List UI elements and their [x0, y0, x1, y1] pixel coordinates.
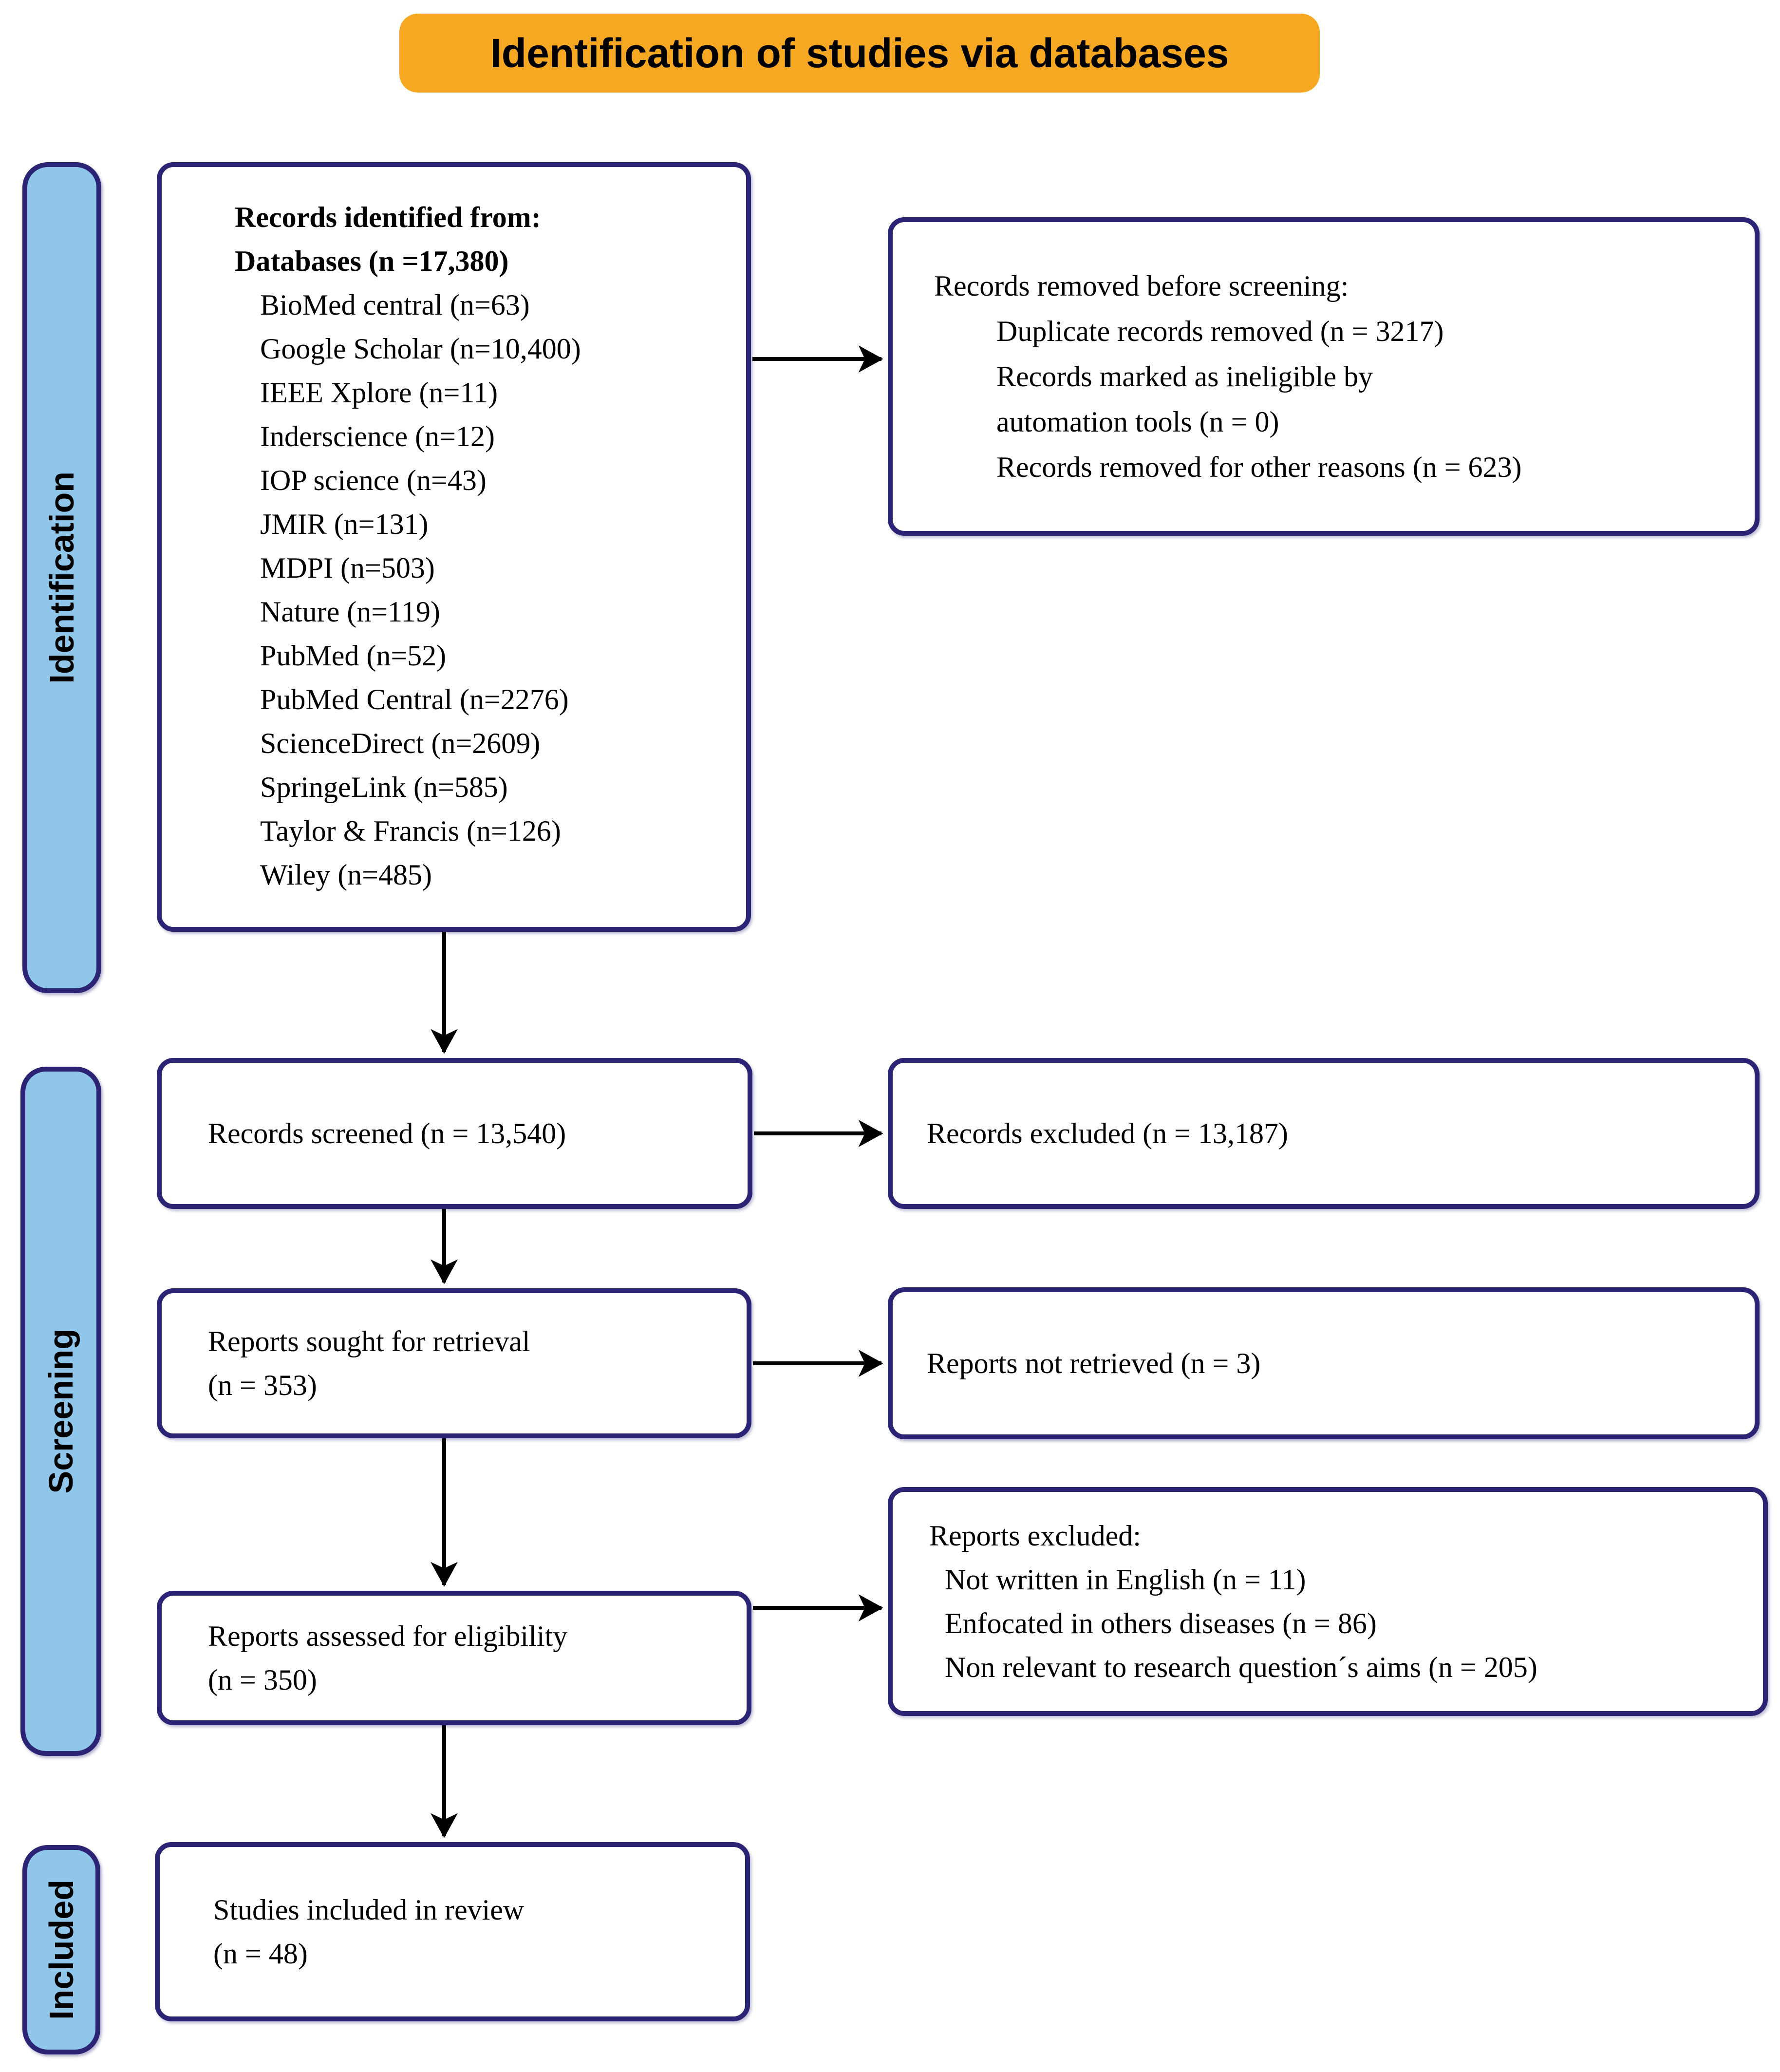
database-list-item: IOP science (n=43) — [260, 464, 487, 496]
database-list-item: Google Scholar (n=10,400) — [260, 333, 581, 365]
removed-reason-item: Duplicate records removed (n = 3217) — [996, 315, 1444, 347]
records-removed-reason-list: Duplicate records removed (n = 3217) Rec… — [934, 309, 1740, 490]
excluded-reason-item: Not written in English (n = 11) — [945, 1563, 1306, 1596]
database-list-item: BioMed central (n=63) — [260, 289, 530, 321]
database-list-item: SpringeLink (n=585) — [260, 771, 508, 803]
node-reports-not-retrieved: Reports not retrieved (n = 3) — [888, 1287, 1760, 1439]
stage-identification-text: Identification — [43, 471, 81, 684]
database-list-item: Taylor & Francis (n=126) — [260, 815, 561, 847]
database-list-item: PubMed Central (n=2276) — [260, 683, 569, 716]
reports-assessed-line1: Reports assessed for eligibility — [208, 1620, 568, 1652]
reports-excluded-reason-list: Not written in English (n = 11) Enfocate… — [929, 1558, 1763, 1689]
removed-reason-item: Records marked as ineligible by — [996, 360, 1373, 393]
node-records-excluded: Records excluded (n = 13,187) — [888, 1058, 1760, 1209]
database-list-item: ScienceDirect (n=2609) — [260, 727, 541, 759]
stage-label-included: Included — [22, 1845, 100, 2054]
database-list-item: PubMed (n=52) — [260, 640, 447, 672]
stage-included-text: Included — [42, 1880, 80, 2020]
excluded-reason-item: Non relevant to research question´s aims… — [945, 1651, 1537, 1683]
node-reports-sought: Reports sought for retrieval (n = 353) — [157, 1288, 751, 1438]
stage-screening-text: Screening — [42, 1329, 80, 1494]
reports-sought-line1: Reports sought for retrieval — [208, 1325, 530, 1357]
removed-reason-item: Records removed for other reasons (n = 6… — [996, 451, 1522, 483]
reports-sought-line2: (n = 353) — [208, 1369, 317, 1401]
records-screened-text: Records screened (n = 13,540) — [208, 1117, 566, 1149]
banner-title-label: Identification of studies via databases — [490, 30, 1229, 76]
reports-assessed-line2: (n = 350) — [208, 1664, 317, 1696]
database-list-item: Wiley (n=485) — [260, 859, 432, 891]
database-list-item: JMIR (n=131) — [260, 508, 429, 540]
database-list-item: IEEE Xplore (n=11) — [260, 377, 498, 409]
removed-reason-item: automation tools (n = 0) — [996, 405, 1279, 438]
records-removed-heading: Records removed before screening: — [934, 269, 1349, 302]
studies-included-line1: Studies included in review — [213, 1894, 525, 1926]
database-list-item: Inderscience (n=12) — [260, 420, 495, 452]
stage-label-identification: Identification — [22, 162, 101, 993]
database-list-item: MDPI (n=503) — [260, 552, 435, 584]
reports-not-retrieved-text: Reports not retrieved (n = 3) — [927, 1347, 1261, 1379]
records-identified-heading-line2: Databases (n =17,380) — [235, 245, 509, 277]
node-reports-excluded: Reports excluded: Not written in English… — [888, 1487, 1768, 1716]
banner-title: Identification of studies via databases — [399, 14, 1320, 93]
studies-included-line2: (n = 48) — [213, 1938, 308, 1970]
reports-excluded-heading: Reports excluded: — [929, 1520, 1141, 1552]
node-records-removed-before-screening: Records removed before screening: Duplic… — [888, 217, 1760, 536]
records-identified-heading-line1: Records identified from: — [235, 201, 541, 233]
records-identified-database-list: BioMed central (n=63) Google Scholar (n=… — [235, 283, 731, 897]
node-reports-assessed: Reports assessed for eligibility (n = 35… — [157, 1591, 751, 1725]
excluded-reason-item: Enfocated in others diseases (n = 86) — [945, 1607, 1377, 1639]
database-list-item: Nature (n=119) — [260, 596, 440, 628]
node-records-screened: Records screened (n = 13,540) — [157, 1058, 752, 1209]
stage-label-screening: Screening — [20, 1067, 101, 1756]
node-records-identified: Records identified from: Databases (n =1… — [157, 162, 751, 932]
node-studies-included: Studies included in review (n = 48) — [155, 1842, 750, 2021]
records-excluded-text: Records excluded (n = 13,187) — [927, 1117, 1288, 1149]
